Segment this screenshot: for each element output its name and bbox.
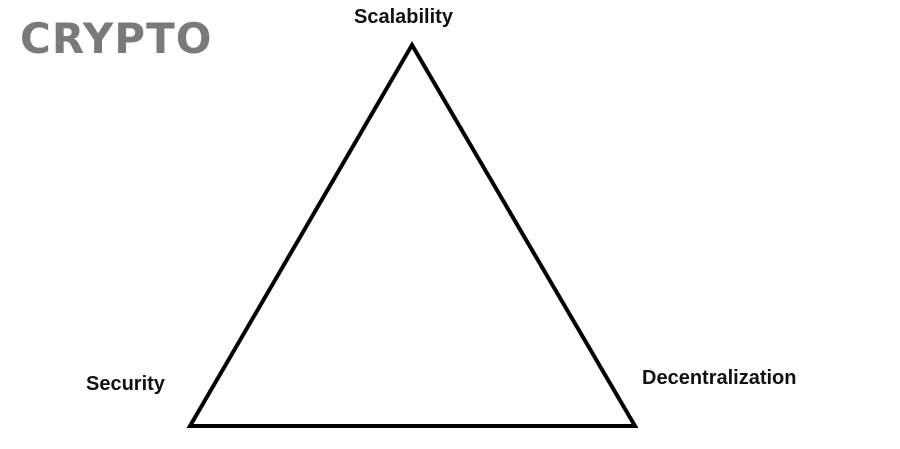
vertex-label-decentralization: Decentralization (642, 367, 797, 389)
vertex-label-security: Security (86, 373, 165, 395)
triangle-shape (186, 41, 639, 428)
brand-logo: CRYPTO (20, 14, 213, 63)
vertex-label-scalability: Scalability (354, 6, 453, 28)
